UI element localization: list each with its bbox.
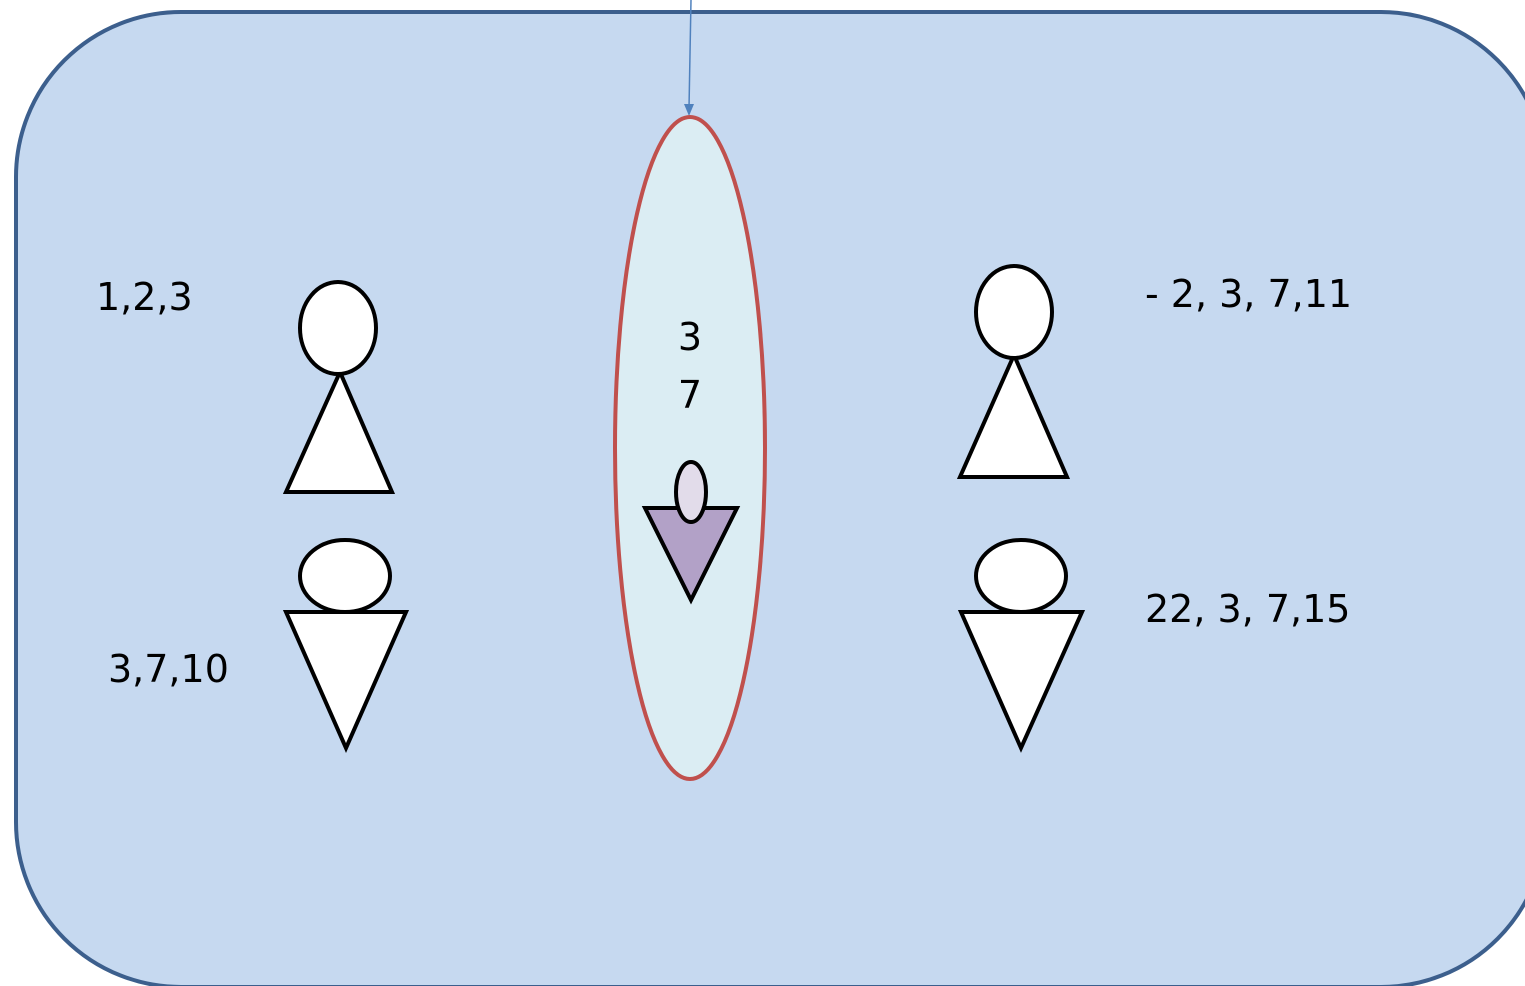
top-right-label: - 2, 3, 7,11 [1145, 272, 1352, 316]
top-left-figure-head [298, 280, 378, 376]
background-panel [14, 10, 1525, 986]
bottom-right-figure-head [974, 538, 1068, 614]
center-number-2: 7 [678, 373, 702, 417]
center-number-1: 3 [678, 315, 702, 359]
bottom-left-figure-head [298, 538, 392, 614]
center-figure [641, 460, 741, 605]
top-right-figure-head [974, 264, 1054, 360]
center-figure-head [674, 460, 708, 524]
bottom-left-label: 3,7,10 [108, 647, 229, 691]
top-right-figure-body [956, 350, 1071, 479]
incoming-arrow [684, 0, 694, 116]
top-left-figure-body [282, 367, 396, 494]
bottom-right-label: 22, 3, 7,15 [1145, 587, 1350, 631]
central-ellipse [613, 115, 767, 781]
top-left-figure [282, 280, 396, 494]
top-right-figure [956, 264, 1071, 479]
bottom-right-figure [957, 538, 1086, 753]
top-left-label: 1,2,3 [96, 275, 193, 319]
bottom-left-figure [282, 538, 410, 753]
